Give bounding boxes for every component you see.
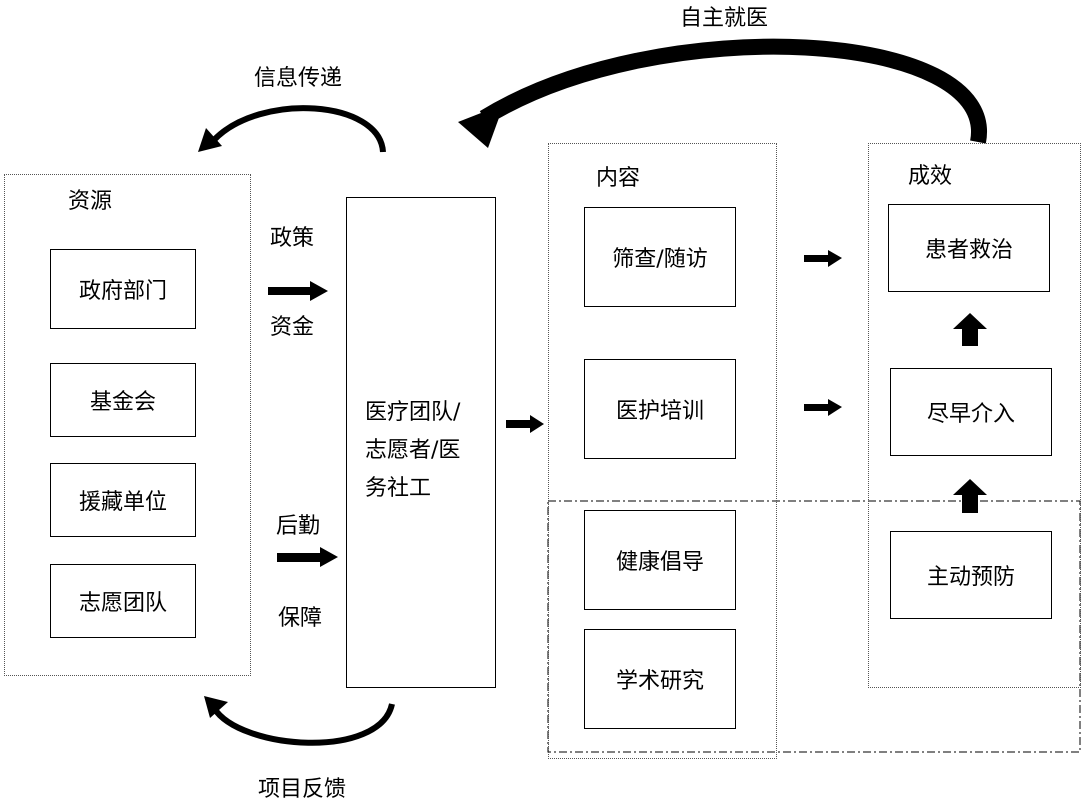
feedback-arc-arrow <box>211 703 395 746</box>
team-to-content-arrowhead <box>530 415 544 433</box>
logistics-label: 后勤 <box>276 514 321 539</box>
outcome-treatment: 患者救治 <box>888 204 1050 292</box>
team-line-3: 务社工 <box>365 476 432 501</box>
content-research: 学术研究 <box>584 629 736 729</box>
content-training: 医护培训 <box>584 359 736 459</box>
self-care-arrowhead <box>458 104 504 148</box>
self-care-label: 自主就医 <box>680 6 769 31</box>
logistics-arrow-shaft <box>277 553 322 562</box>
self-care-arc-arrow <box>479 38 987 144</box>
content-outcome-arrow-1-shaft <box>804 255 830 262</box>
info-transfer-arc-arrow <box>211 105 386 153</box>
policy-label: 政策 <box>270 226 315 251</box>
team-line-1: 医疗团队/ <box>365 400 461 425</box>
content-outcome-arrowhead-1 <box>828 250 842 267</box>
content-title: 内容 <box>596 166 641 191</box>
team-to-content-arrow-shaft <box>506 420 532 428</box>
content-outcome-arrow-2-shaft <box>804 404 830 411</box>
feedback-label: 项目反馈 <box>258 777 347 802</box>
resource-aid-units: 援藏单位 <box>50 463 196 537</box>
resource-volunteers: 志愿团队 <box>50 564 196 638</box>
team-line-2: 志愿者/医 <box>365 438 461 463</box>
up-arrow-1 <box>953 313 987 346</box>
content-group <box>548 143 777 759</box>
policy-arrow-shaft <box>268 287 312 295</box>
funding-label: 资金 <box>270 315 315 340</box>
up-arrow-2 <box>953 479 987 513</box>
guarantee-label: 保障 <box>278 606 323 631</box>
content-screening: 筛查/随访 <box>584 207 736 307</box>
outcome-early-intervention: 尽早介入 <box>890 368 1052 456</box>
content-outcome-arrowhead-2 <box>828 399 842 416</box>
info-transfer-arrowhead <box>198 128 222 152</box>
resources-group <box>4 174 251 676</box>
outcome-prevention: 主动预防 <box>890 531 1052 619</box>
content-advocacy: 健康倡导 <box>584 510 736 610</box>
resource-foundation: 基金会 <box>50 363 196 437</box>
medical-team-box: 医疗团队/ 志愿者/医 务社工 <box>346 197 496 688</box>
resource-government: 政府部门 <box>50 249 196 329</box>
feedback-arrowhead <box>204 696 228 718</box>
outcome-group <box>868 143 1081 688</box>
resources-title: 资源 <box>68 189 113 214</box>
outcome-title: 成效 <box>908 164 953 189</box>
info-transfer-label: 信息传递 <box>254 66 343 91</box>
policy-arrowhead <box>310 281 328 301</box>
logistics-arrowhead <box>320 547 338 567</box>
